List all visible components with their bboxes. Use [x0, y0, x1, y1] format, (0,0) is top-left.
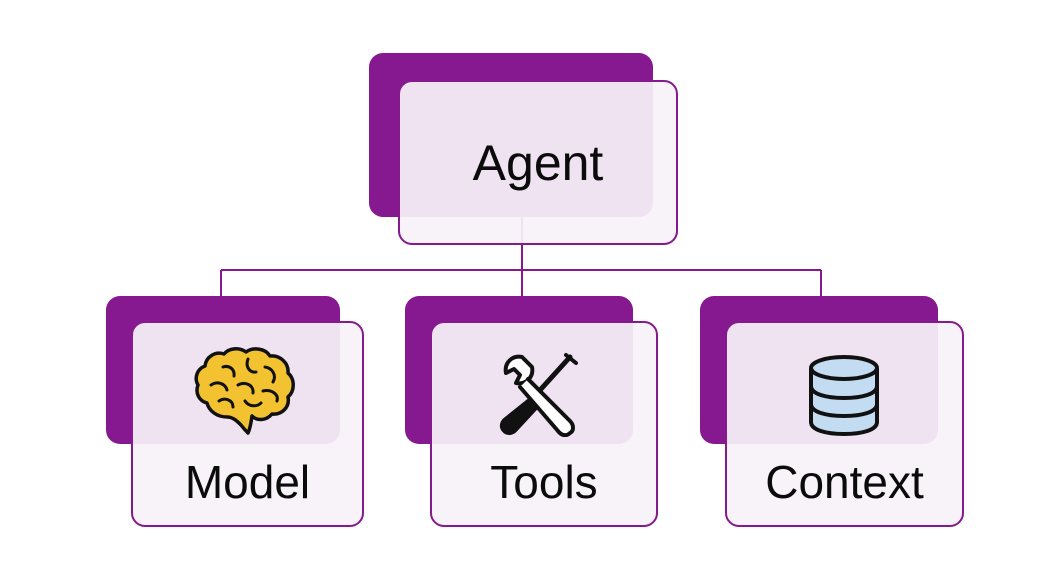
model-node: Model — [131, 321, 364, 527]
model-node-label: Model — [184, 456, 311, 508]
agent-node-label: Agent — [472, 135, 604, 191]
context-node: Context — [725, 321, 964, 527]
tools-node-label: Tools — [490, 456, 598, 508]
context-node-label: Context — [765, 456, 924, 508]
wrench-screwdriver-icon — [499, 353, 578, 437]
agent-node: Agent — [398, 80, 678, 245]
brain-icon — [194, 347, 295, 435]
database-icon — [809, 355, 879, 436]
tools-node: Tools — [430, 321, 658, 527]
